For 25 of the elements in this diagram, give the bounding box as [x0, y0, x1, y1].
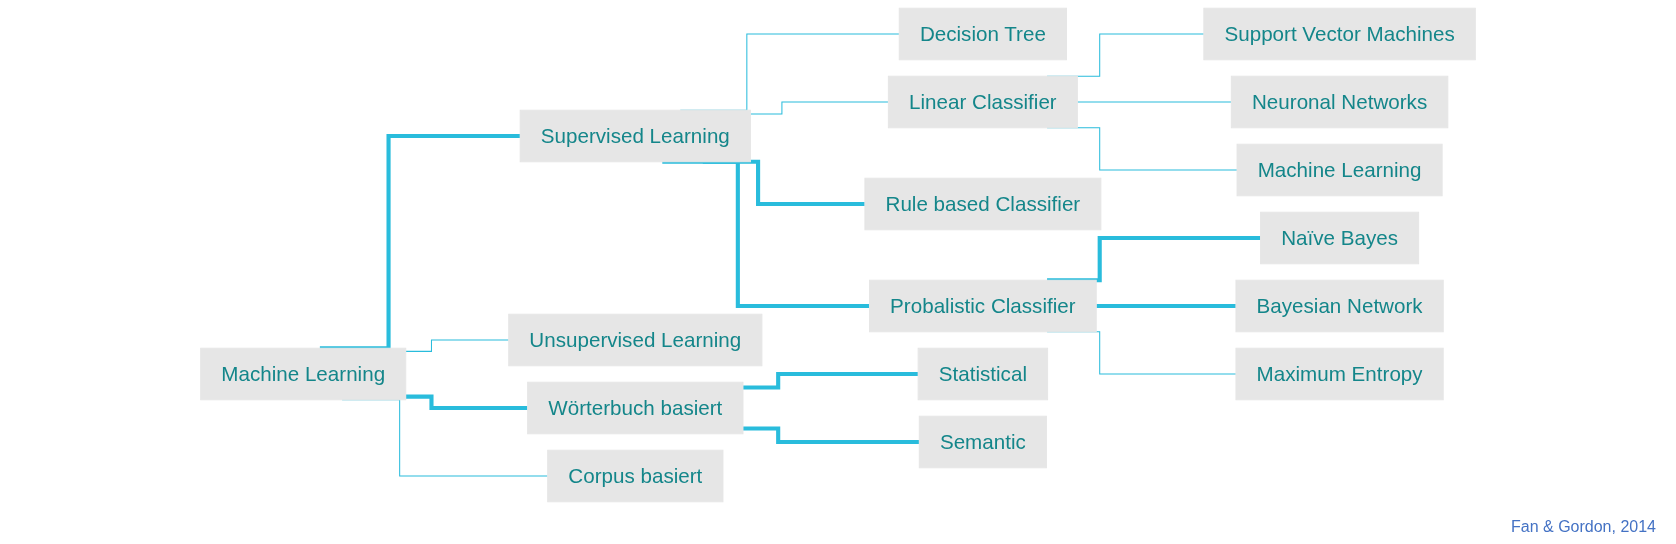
node-box: Wörterbuch basiert [527, 381, 744, 435]
connector [742, 371, 919, 390]
node-box: Bayesian Network [1235, 279, 1444, 333]
node-box: Probalistic Classifier [869, 279, 1097, 333]
node-box: Machine Learning [200, 347, 407, 401]
node-box: Supervised Learning [519, 109, 751, 163]
node-box: Corpus basiert [547, 449, 724, 503]
node-box: Rule based Classifier [864, 177, 1102, 231]
connector [662, 159, 870, 309]
connector [319, 133, 521, 351]
node-box: Unsupervised Learning [508, 313, 763, 367]
connector [742, 426, 920, 445]
connector [1096, 303, 1236, 309]
node-box: Support Vector Machines [1203, 7, 1476, 61]
connector [405, 394, 528, 411]
node-box: Maximum Entropy [1235, 347, 1444, 401]
node-box: Naïve Bayes [1260, 211, 1420, 265]
node-box: Statistical [917, 347, 1049, 401]
node-box: Neuronal Networks [1230, 75, 1449, 129]
node-box: Semantic [918, 415, 1047, 469]
source-note: Fan & Gordon, 2014 [1511, 518, 1656, 536]
node-box: Machine Learning [1236, 143, 1443, 197]
connector [1047, 235, 1261, 283]
node-box: Decision Tree [898, 7, 1067, 61]
node-box: Linear Classifier [887, 75, 1078, 129]
